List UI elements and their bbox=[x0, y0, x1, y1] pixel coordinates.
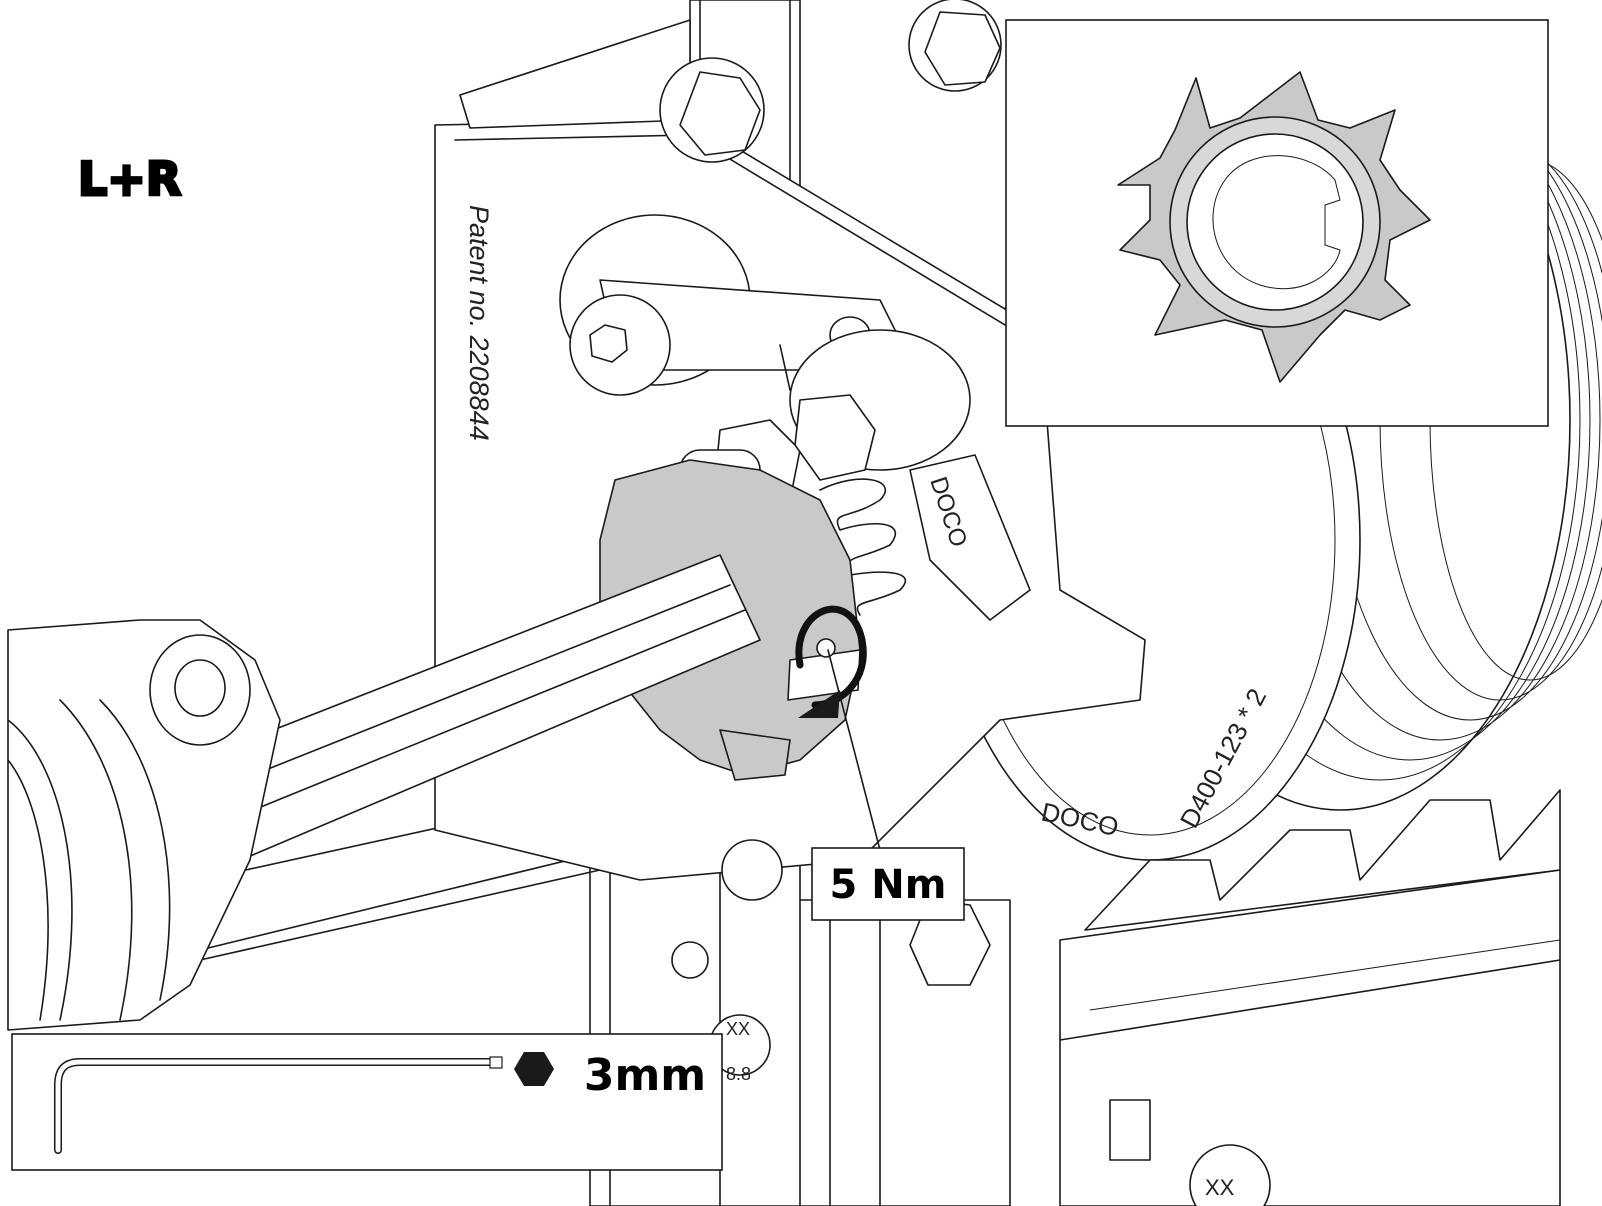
top-bolts: XX 8.8 bbox=[659, 0, 1002, 1084]
tool-size-label: 3mm bbox=[584, 1050, 706, 1101]
hex-socket-icon bbox=[514, 1052, 554, 1086]
allen-key-icon bbox=[54, 1056, 503, 1154]
tool-panel: 3mm bbox=[11, 1033, 723, 1171]
ratchet-wheel-detail bbox=[1117, 71, 1431, 383]
drive-hub bbox=[7, 619, 281, 1031]
torque-label: 5 Nm bbox=[830, 862, 947, 908]
clockwise-arrow-icon bbox=[795, 605, 867, 718]
bolt-grade-text: 8.8 bbox=[726, 1064, 751, 1084]
side-label: L+R bbox=[78, 152, 181, 206]
detail-inset bbox=[1005, 19, 1549, 427]
ratchet-ramp: XX bbox=[1059, 789, 1561, 1206]
patent-text: Patent no. 2208844 bbox=[464, 205, 494, 441]
torque-callout: 5 Nm bbox=[811, 847, 965, 921]
bolt-head-text: XX bbox=[726, 1019, 750, 1039]
lower-bolt-head-text: XX bbox=[1205, 1175, 1235, 1200]
torque-leader-line bbox=[827, 649, 881, 851]
